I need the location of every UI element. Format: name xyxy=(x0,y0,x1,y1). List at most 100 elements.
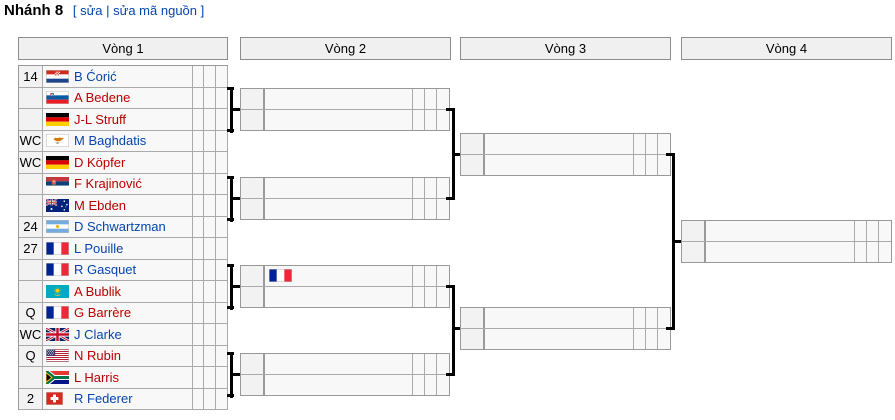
score-cell xyxy=(413,286,425,307)
score-cell xyxy=(437,198,449,219)
seed-cell xyxy=(461,134,485,154)
edit-source-link[interactable]: sửa mã nguồn xyxy=(113,3,198,18)
player-link[interactable]: D Schwartzman xyxy=(74,219,166,235)
player-cell xyxy=(265,286,413,307)
player-link[interactable]: M Baghdatis xyxy=(74,133,147,149)
sui-flag-icon xyxy=(46,392,69,406)
player-cell: D Köpfer xyxy=(43,152,193,174)
score-cell xyxy=(855,241,867,262)
player-link[interactable]: A Bedene xyxy=(74,90,131,106)
score-cell xyxy=(216,324,228,346)
player-cell xyxy=(265,109,413,130)
player-cell: R Federer xyxy=(43,388,193,410)
score-cell xyxy=(216,259,228,281)
score-cell xyxy=(204,152,216,174)
round3-slot xyxy=(461,308,670,329)
player-link[interactable]: G Barrère xyxy=(74,305,132,321)
seed-cell xyxy=(461,308,485,328)
player-cell xyxy=(265,374,413,395)
score-cell xyxy=(204,388,216,410)
player-link[interactable]: F Krajinović xyxy=(74,176,142,192)
score-cell xyxy=(204,302,216,324)
score-cell xyxy=(425,286,437,307)
score-cell xyxy=(437,286,449,307)
seed-cell xyxy=(461,328,485,349)
player-cell xyxy=(485,328,634,349)
cro-flag-icon xyxy=(46,69,69,83)
seed-cell: Q xyxy=(19,302,43,324)
bracket-connector-line xyxy=(666,153,675,156)
score-cell xyxy=(413,89,425,109)
round4-slot xyxy=(682,221,891,242)
player-cell xyxy=(485,154,634,175)
round4-slot xyxy=(682,241,891,262)
score-cell xyxy=(216,87,228,109)
score-cell xyxy=(216,216,228,238)
bracket-connector-line xyxy=(233,373,240,376)
seed-cell: 27 xyxy=(19,238,43,260)
score-cell xyxy=(204,345,216,367)
player-cell: M Ebden xyxy=(43,195,193,217)
player-link[interactable]: D Köpfer xyxy=(74,154,126,170)
score-cell xyxy=(437,89,449,109)
score-cell xyxy=(658,308,670,328)
bracket-connector-line xyxy=(230,264,233,310)
player-cell: F Krajinović xyxy=(43,173,193,195)
player-cell xyxy=(265,354,413,374)
round2-slot xyxy=(241,266,449,287)
player-link[interactable]: J Clarke xyxy=(74,326,122,342)
seed-cell xyxy=(682,221,706,241)
score-cell xyxy=(646,308,658,328)
score-cell xyxy=(193,66,204,88)
player-cell xyxy=(265,89,413,109)
round2-match-box xyxy=(240,353,450,396)
seed-cell xyxy=(19,109,43,131)
score-cell xyxy=(204,130,216,152)
score-cell xyxy=(646,154,658,175)
player-cell: L Pouille xyxy=(43,238,193,260)
player-cell xyxy=(265,266,413,286)
player-link[interactable]: L Harris xyxy=(74,369,120,385)
score-cell xyxy=(204,367,216,389)
srb-flag-icon xyxy=(46,177,69,191)
score-cell xyxy=(425,354,437,374)
round2-match-box xyxy=(240,177,450,220)
score-cell xyxy=(204,109,216,131)
player-link[interactable]: L Pouille xyxy=(74,240,124,256)
score-cell xyxy=(646,328,658,349)
ger-flag-icon xyxy=(46,112,69,126)
edit-link[interactable]: sửa xyxy=(80,3,103,18)
score-cell xyxy=(879,221,891,241)
score-cell xyxy=(193,238,204,260)
round-header-vong2: Vòng 2 xyxy=(240,37,451,60)
score-cell xyxy=(204,281,216,303)
seed-cell xyxy=(19,259,43,281)
seed-cell: WC xyxy=(19,130,43,152)
player-link[interactable]: M Ebden xyxy=(74,197,127,213)
score-cell xyxy=(193,216,204,238)
score-cell xyxy=(425,109,437,130)
player-cell: B Ćorić xyxy=(43,66,193,88)
player-link[interactable]: R Federer xyxy=(74,391,133,407)
bracket-connector-line xyxy=(455,327,460,330)
player-link[interactable]: J-L Struff xyxy=(74,111,127,127)
player-link[interactable]: B Ćorić xyxy=(74,68,117,84)
player-link[interactable]: A Bublik xyxy=(74,283,121,299)
score-cell xyxy=(425,198,437,219)
arg-flag-icon xyxy=(46,220,69,234)
seed-cell: 2 xyxy=(19,388,43,410)
ger-flag-icon xyxy=(46,155,69,169)
round3-match-box xyxy=(460,133,671,176)
score-cell xyxy=(658,134,670,154)
player-link[interactable]: R Gasquet xyxy=(74,262,137,278)
score-cell xyxy=(437,109,449,130)
seed-cell: WC xyxy=(19,324,43,346)
seed-cell xyxy=(19,173,43,195)
player-link[interactable]: N Rubin xyxy=(74,348,121,364)
seed-cell xyxy=(241,354,265,374)
score-cell xyxy=(204,324,216,346)
score-cell xyxy=(413,109,425,130)
usa-flag-icon xyxy=(46,349,69,363)
